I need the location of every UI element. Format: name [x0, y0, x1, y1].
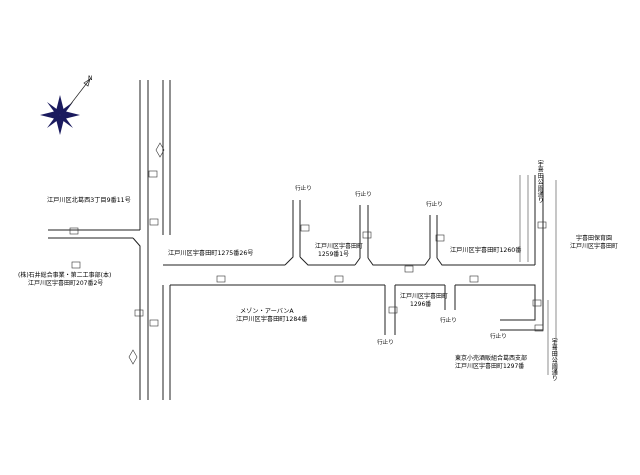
main-horizontal-road	[163, 175, 557, 375]
fishery-a-label: 東京小売酒販組合葛西支部	[455, 354, 527, 362]
dead-end-label-1: 行止り	[295, 184, 312, 192]
vertical-road-label-top: 宇喜田公園通り	[536, 160, 544, 204]
park-b-label: 江戸川区宇喜田町	[570, 242, 618, 250]
mansion-label: メゾン・アーバンA	[240, 308, 294, 315]
ukita-1259b-label: 1259番1号	[318, 251, 349, 258]
dead-end-label-6: 行止り	[490, 332, 507, 340]
ukita-1296b-label: 1296番	[410, 301, 431, 308]
dead-end-label-2: 行止り	[355, 190, 372, 198]
dead-end-label-3: 行止り	[426, 200, 443, 208]
ukita-1260-label: 江戸川区宇喜田町1260番	[450, 246, 521, 254]
ukita-1296a-label: 江戸川区宇喜田町	[400, 292, 448, 300]
dead-end-label-4: 行止り	[377, 338, 394, 346]
fishery-b-label: 江戸川区宇喜田町1297番	[455, 362, 524, 370]
left-main-road	[48, 80, 171, 400]
ishihara-label: (株)石井総合事業・第二工事部(本)	[18, 271, 111, 279]
ishihara-addr-label: 江戸川区宇喜田町207番2号	[28, 279, 103, 287]
north-mark: N	[88, 75, 93, 82]
dead-end-label-5: 行止り	[440, 316, 457, 324]
road-markers	[69, 142, 547, 365]
vertical-road-label-bottom: 宇喜田公園通り	[550, 338, 558, 382]
ukita-1275-label: 江戸川区宇喜田町1275番26号	[168, 249, 254, 257]
compass-rose-icon	[40, 78, 91, 135]
ukita-1259a-label: 江戸川区宇喜田町	[315, 242, 363, 250]
kitakasai-label: 江戸川区北葛西3丁目9番11号	[47, 196, 131, 204]
ukita-1284-label: 江戸川区宇喜田町1284番	[236, 315, 307, 323]
park-a-label: 宇喜田保育園	[576, 234, 612, 242]
